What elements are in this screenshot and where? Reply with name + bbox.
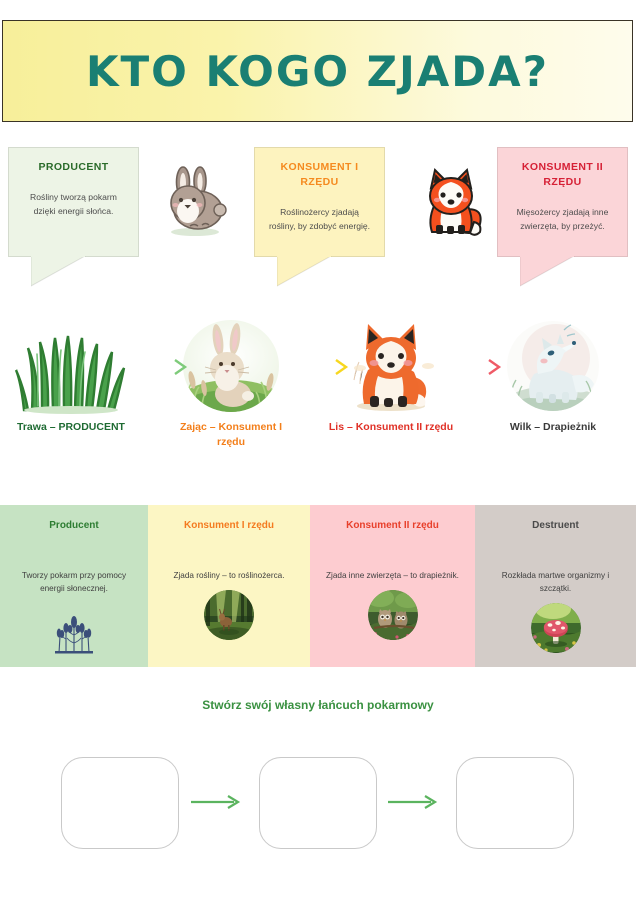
chain-label-rabbit: Zając – Konsument I rzędu bbox=[179, 421, 283, 449]
owls-photo bbox=[367, 590, 418, 641]
info-card-konsument2: KONSUMENT II RZĘDU Mięsożercy zjadają in… bbox=[497, 147, 628, 287]
build-chain-slot-3[interactable] bbox=[456, 757, 574, 849]
arrow-fox-to-wolf-icon bbox=[445, 358, 507, 376]
arrow-grass-to-rabbit-icon bbox=[131, 358, 193, 376]
role-description-konsument1: Zjada rośliny – to roślinożerca. bbox=[173, 571, 285, 580]
chain-label-fox: Lis – Konsument II rzędu bbox=[328, 421, 454, 433]
info-card-producent-title: PRODUCENT bbox=[38, 161, 109, 173]
fox-icon bbox=[418, 166, 484, 240]
speech-tail-icon bbox=[520, 256, 576, 288]
speech-tail-icon bbox=[277, 256, 333, 288]
wolf-illustration bbox=[494, 318, 612, 414]
info-card-konsument2-title: KONSUMENT II RZĘDU bbox=[521, 161, 604, 189]
arrow-rabbit-to-fox-icon bbox=[292, 358, 354, 376]
role-title-destruent: Destruent bbox=[532, 520, 579, 531]
build-arrow-2-icon bbox=[387, 794, 443, 810]
speech-tail-icon bbox=[31, 256, 87, 288]
wheat-plants-icon bbox=[49, 605, 99, 655]
role-description-konsument2: Zjada inne zwierzęta – to drapieżnik. bbox=[326, 571, 459, 580]
chain-item-wolf: Wilk – Drapieżnik bbox=[490, 318, 616, 435]
page-title: KTO KOGO ZJADA? bbox=[85, 46, 549, 96]
role-title-konsument2: Konsument II rzędu bbox=[346, 520, 439, 531]
role-column-destruent: Destruent Rozkłada martwe organizmy i sz… bbox=[475, 505, 636, 667]
role-description-destruent: Rozkłada martwe organizmy i szczątki. bbox=[501, 571, 610, 594]
role-table: Producent Tworzy pokarm przy pomocy ener… bbox=[0, 505, 636, 667]
info-card-konsument2-body: Mięsożercy zjadają inne zwierzęta, by pr… bbox=[516, 207, 609, 231]
info-card-konsument1-title: KONSUMENT I RZĘDU bbox=[280, 161, 359, 189]
info-card-konsument1: KONSUMENT I RZĘDU Roślinożercy zjadają r… bbox=[254, 147, 385, 287]
title-banner: KTO KOGO ZJADA? bbox=[2, 20, 633, 122]
chain-item-grass: Trawa – PRODUCENT bbox=[8, 318, 134, 435]
rabbit-icon bbox=[158, 166, 232, 238]
role-title-producent: Producent bbox=[49, 520, 99, 531]
role-description-producent: Tworzy pokarm przy pomocy energii słonec… bbox=[21, 571, 127, 594]
chain-label-wolf: Wilk – Drapieżnik bbox=[509, 421, 597, 433]
info-card-producent: PRODUCENT Rośliny tworzą pokarm dzięki e… bbox=[8, 147, 139, 287]
mushroom-photo bbox=[530, 603, 581, 654]
chain-item-rabbit: Zając – Konsument I rzędu bbox=[168, 318, 294, 450]
rabbit-illustration bbox=[172, 318, 290, 414]
build-chain-slot-1[interactable] bbox=[61, 757, 179, 849]
build-chain-slot-2[interactable] bbox=[259, 757, 377, 849]
grass-illustration bbox=[12, 318, 130, 414]
role-column-konsument2: Konsument II rzędu Zjada inne zwierzęta … bbox=[310, 505, 475, 667]
chain-item-fox: Lis – Konsument II rzędu bbox=[328, 318, 454, 435]
role-column-producent: Producent Tworzy pokarm przy pomocy ener… bbox=[0, 505, 148, 667]
build-arrow-1-icon bbox=[190, 794, 246, 810]
role-title-konsument1: Konsument I rzędu bbox=[183, 520, 274, 531]
deer-forest-photo bbox=[204, 590, 254, 641]
info-card-konsument1-body: Roślinożercy zjadają rośliny, by zdobyć … bbox=[268, 207, 371, 231]
chain-label-grass: Trawa – PRODUCENT bbox=[17, 421, 125, 433]
build-chain-title: Stwórz swój własny łańcuch pokarmowy bbox=[202, 698, 434, 712]
info-card-producent-body: Rośliny tworzą pokarm dzięki energii sło… bbox=[30, 192, 117, 216]
fox-illustration bbox=[332, 318, 450, 414]
role-column-konsument1: Konsument I rzędu Zjada rośliny – to roś… bbox=[148, 505, 310, 667]
